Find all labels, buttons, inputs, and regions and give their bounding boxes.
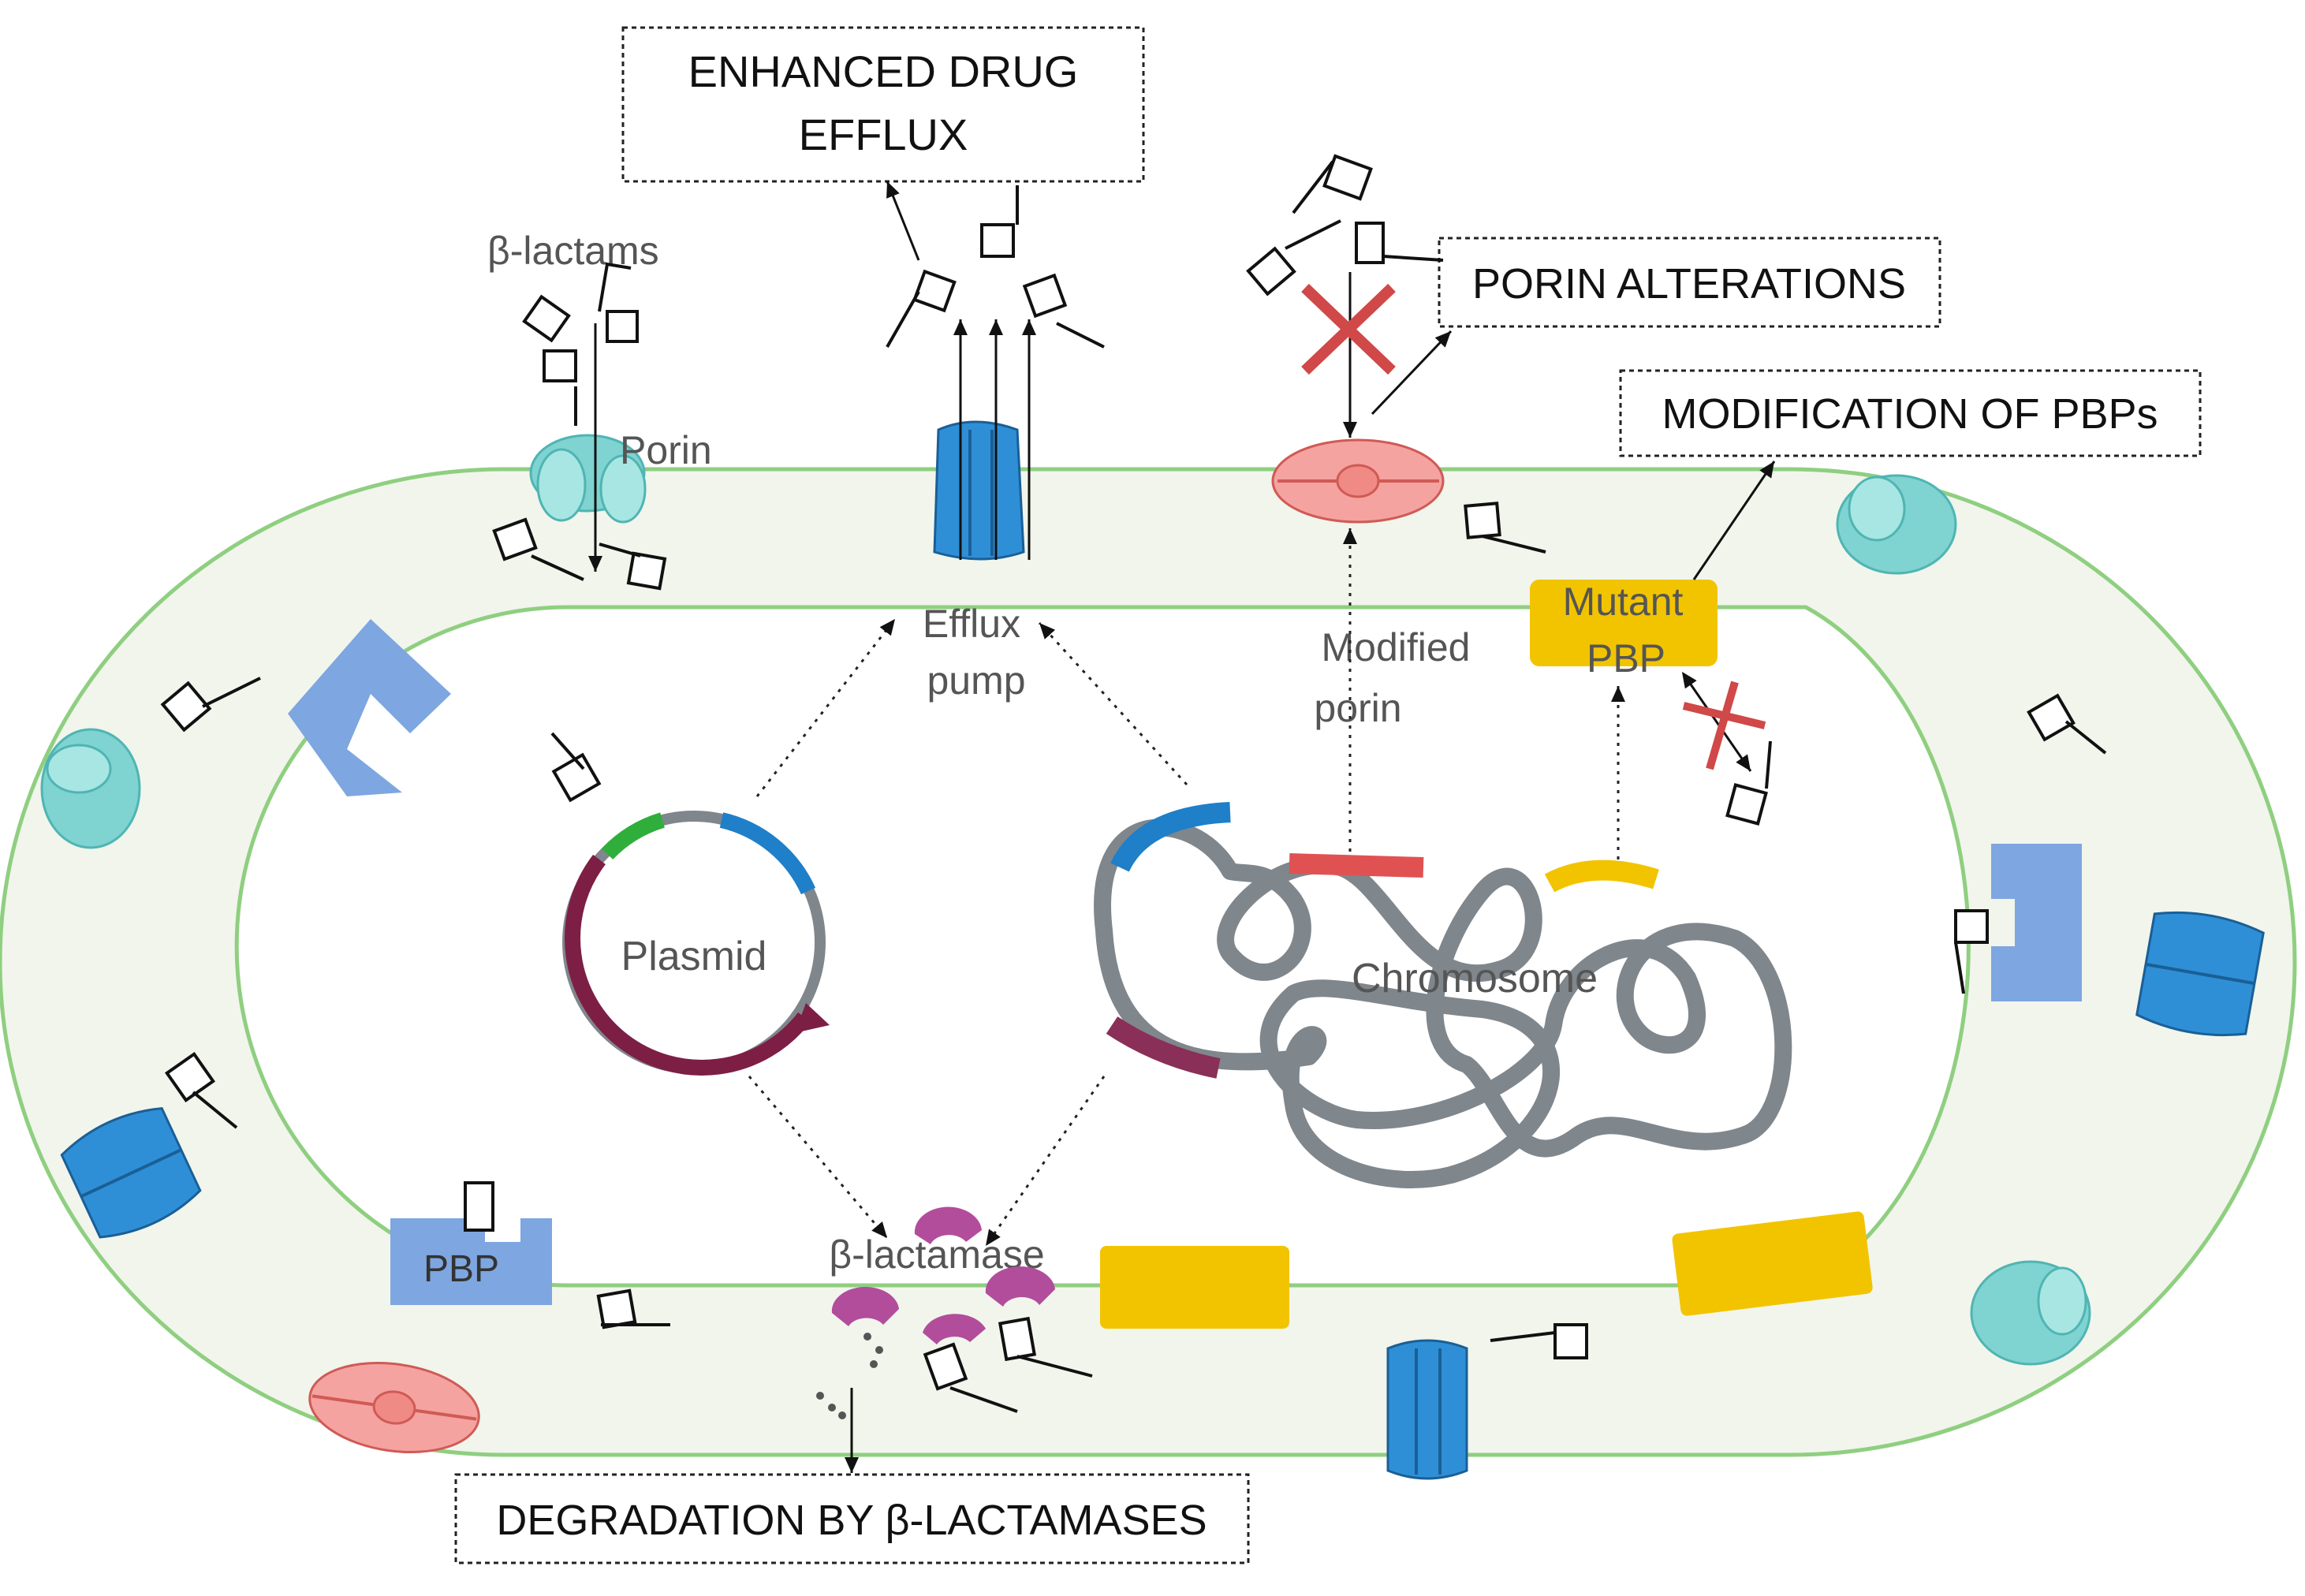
pbp-block-cross xyxy=(1682,681,1766,770)
beta-lactams-label: β-lactams xyxy=(487,229,659,273)
pbp-label: PBP xyxy=(423,1248,499,1290)
pbp-bottom: PBP xyxy=(390,1218,552,1305)
box-lactamase-degradation: DEGRADATION BY β-LACTAMASES xyxy=(454,1473,1250,1564)
mutant-pbp-label-1: Mutant xyxy=(1563,580,1684,624)
mutant-pbp-label-2: PBP xyxy=(1587,636,1665,681)
box-efflux-line2: EFFLUX xyxy=(799,110,968,159)
box-efflux: ENHANCED DRUG EFFLUX xyxy=(621,26,1145,183)
teal-porin-top xyxy=(529,434,647,524)
box-porin-text: PORIN ALTERATIONS xyxy=(1472,260,1906,308)
chromosome-label: Chromosome xyxy=(1352,956,1598,1001)
efflux-pump-top xyxy=(933,420,1025,561)
box-porin-alterations: PORIN ALTERATIONS xyxy=(1438,237,1941,328)
modified-porin-bottom xyxy=(308,1361,480,1454)
box-pbp-modification: MODIFICATION OF PBPs xyxy=(1619,369,2202,457)
pbp-left xyxy=(288,619,451,796)
beta-lactam-molecules xyxy=(160,154,2107,1413)
efflux-pump-bottom xyxy=(1386,1339,1468,1480)
teal-porin-right-bottom xyxy=(1970,1260,2091,1366)
box-lactamase-text: DEGRADATION BY β-LACTAMASES xyxy=(496,1497,1207,1544)
porin-block-cross xyxy=(1301,283,1396,375)
modified-porin-label-2: porin xyxy=(1314,686,1401,730)
teal-porin-right-top xyxy=(1836,474,1957,575)
chromosome: Chromosome xyxy=(1094,802,1792,1188)
modified-porin-label-1: Modified xyxy=(1322,625,1471,669)
beta-lactamase-enzymes xyxy=(831,1206,1055,1344)
porin-label: Porin xyxy=(620,428,712,472)
efflux-pump-left xyxy=(60,1106,202,1239)
yellow-pbp-bottom-1 xyxy=(1100,1246,1289,1329)
box-pbp-text: MODIFICATION OF PBPs xyxy=(1662,390,2158,438)
box-efflux-line1: ENHANCED DRUG xyxy=(688,47,1079,96)
plasmid: Plasmid xyxy=(562,811,830,1076)
plasmid-label: Plasmid xyxy=(621,934,767,979)
yellow-pbp-bottom-2 xyxy=(1672,1211,1873,1316)
efflux-pump-label-2: pump xyxy=(927,658,1025,703)
degraded-fragments xyxy=(816,1333,883,1419)
efflux-pump-right xyxy=(2135,911,2265,1037)
modified-porin-top xyxy=(1271,438,1445,524)
teal-porin-left xyxy=(40,728,141,849)
mutant-pbp: Mutant PBP xyxy=(1530,580,1718,681)
efflux-pump-label-1: Efflux xyxy=(923,602,1020,646)
pbp-right xyxy=(1991,844,2082,1001)
